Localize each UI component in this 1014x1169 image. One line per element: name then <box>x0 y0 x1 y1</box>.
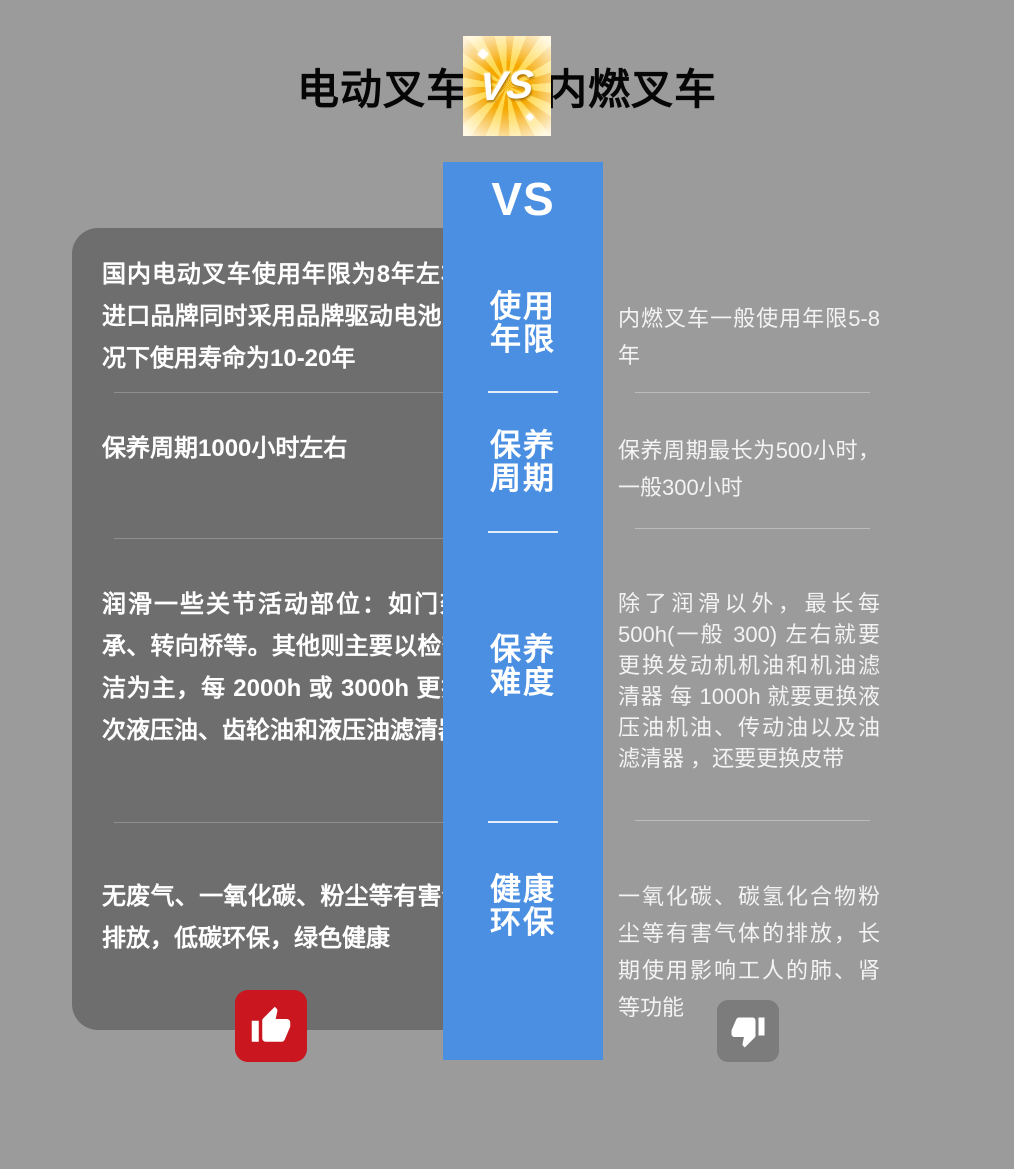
category-maintenance-difficulty: 保养 难度 <box>443 633 603 699</box>
category-health-environment: 健康 环保 <box>443 873 603 939</box>
divider <box>488 391 558 393</box>
diesel-health-environment-text: 一氧化碳、碳氢化合物粉尘等有害气体的排放，长期使用影响工人的肺、肾等功能 <box>618 884 880 1020</box>
divider <box>114 392 444 393</box>
diesel-maintenance-cycle-text: 保养周期最长为500小时，一般300小时 <box>618 438 880 500</box>
category-label-line: 保养 <box>490 632 556 667</box>
divider <box>635 392 870 393</box>
sparkle-icon <box>525 112 535 122</box>
vs-badge-label: VS <box>478 61 536 110</box>
category-usage-years: 使用 年限 <box>443 290 603 356</box>
category-label-line: 使用 <box>490 289 556 324</box>
electric-usage-years-text: 国内电动叉车使用年限为8年左右，进口品牌同时采用品牌驱动电池的情况下使用寿命为1… <box>102 261 490 372</box>
category-maintenance-cycle: 保养 周期 <box>443 429 603 495</box>
category-label-line: 难度 <box>490 665 556 700</box>
divider <box>488 531 558 533</box>
thumbs-down-icon <box>731 1017 765 1048</box>
title-right-text: 内燃叉车 <box>545 65 718 113</box>
diesel-maintenance-difficulty-text: 除了润滑以外，最长每 500h(一般 300) 左右就要更换发动机机油和机油滤清… <box>618 591 880 771</box>
category-label-line: 周期 <box>490 461 556 496</box>
category-label-line: 保养 <box>490 428 556 463</box>
thumbs-up-icon <box>251 1006 291 1042</box>
title-left-text: 电动叉车 <box>296 65 469 113</box>
divider <box>635 820 870 821</box>
category-label-line: 年限 <box>490 322 556 357</box>
vs-center-column: VS 使用 年限 保养 周期 保养 难度 健康 环保 <box>443 162 603 1060</box>
vs-gold-badge-icon: VS <box>463 36 551 136</box>
diesel-forklift-column: 内燃叉车一般使用年限5-8年 保养周期最长为500小时，一般300小时 除了润滑… <box>618 228 880 1030</box>
center-vs-label: VS <box>491 173 555 225</box>
electric-health-environment-text: 无废气、一氧化碳、粉尘等有害气体排放，低碳环保，绿色健康 <box>102 883 490 952</box>
electric-forklift-panel: 国内电动叉车使用年限为8年左右，进口品牌同时采用品牌驱动电池的情况下使用寿命为1… <box>72 228 492 1030</box>
divider <box>488 821 558 823</box>
thumbs-down-badge <box>717 1000 779 1062</box>
category-label-line: 环保 <box>490 905 556 940</box>
thumbs-up-badge <box>235 990 307 1062</box>
divider <box>114 538 444 539</box>
electric-maintenance-difficulty-text: 润滑一些关节活动部位：如门架轴承、转向桥等。其他则主要以检查清洁为主，每 200… <box>102 591 490 744</box>
sparkle-icon <box>477 48 489 60</box>
page-title: 电动叉车 VS 内燃叉车 <box>0 32 1014 140</box>
electric-maintenance-cycle-text: 保养周期1000小时左右 <box>102 435 348 462</box>
divider <box>114 822 444 823</box>
divider <box>635 528 870 529</box>
category-label-line: 健康 <box>490 872 556 907</box>
diesel-usage-years-text: 内燃叉车一般使用年限5-8年 <box>618 306 880 368</box>
